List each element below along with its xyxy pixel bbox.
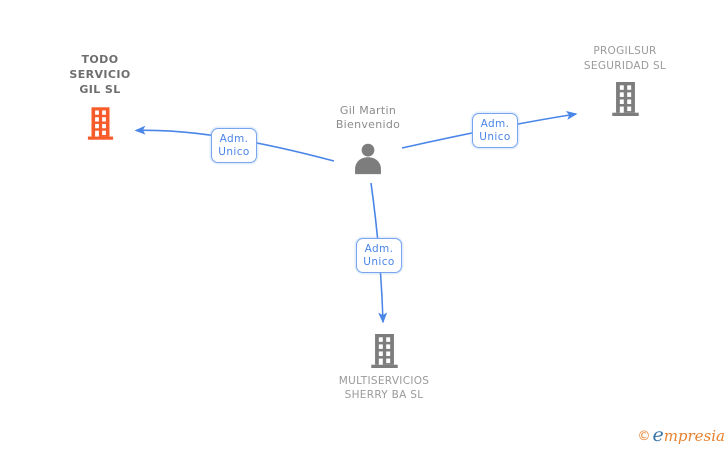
person-name: Gil Martin Bienvenido bbox=[335, 104, 401, 131]
person-node-gil-martin-bienvenido[interactable]: Gil Martin Bienvenido bbox=[298, 104, 438, 175]
company-node-multiservicios-sherry-ba-sl[interactable]: MULTISERVICIOS SHERRY BA SL bbox=[314, 334, 454, 402]
company-name: MULTISERVICIOS SHERRY BA SL bbox=[338, 375, 430, 401]
company-node-progilsur-seguridad-sl[interactable]: PROGILSUR SEGURIDAD SL bbox=[545, 44, 705, 116]
copyright-icon: © bbox=[637, 429, 651, 444]
empresia-logo[interactable]: ©empresia bbox=[637, 425, 725, 447]
edge-label-adm-unico: Adm. Unico bbox=[356, 238, 402, 273]
edge-label-adm-unico: Adm. Unico bbox=[211, 128, 257, 163]
edge-label-adm-unico: Adm. Unico bbox=[472, 113, 518, 148]
building-icon bbox=[87, 105, 114, 142]
brand-name: mpresia bbox=[663, 427, 725, 445]
company-name: TODO SERVICIO GIL SL bbox=[69, 53, 131, 96]
building-icon bbox=[370, 334, 399, 368]
building-icon bbox=[611, 82, 640, 116]
company-node-todo-servicio-gil-sl[interactable]: TODO SERVICIO GIL SL bbox=[30, 52, 170, 142]
company-name: PROGILSUR SEGURIDAD SL bbox=[583, 45, 667, 72]
brand-initial: e bbox=[652, 424, 664, 446]
person-icon bbox=[353, 143, 383, 175]
